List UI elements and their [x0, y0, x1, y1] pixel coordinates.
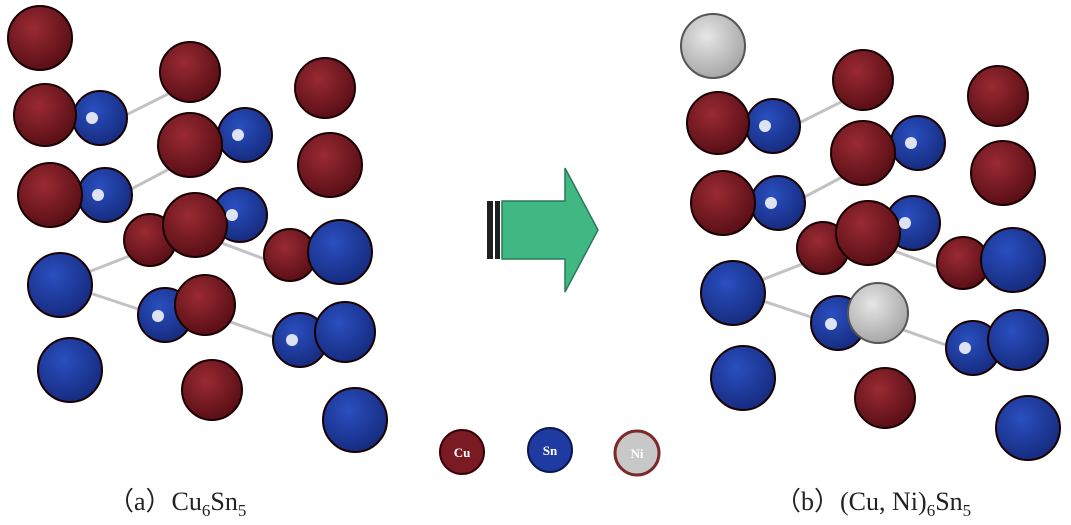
sn-atom — [217, 107, 273, 163]
legend-cu-swatch — [439, 429, 485, 475]
sn-atom — [72, 90, 128, 146]
highlights-a — [86, 112, 298, 346]
cu-atom — [162, 192, 228, 258]
sn-atom — [890, 115, 946, 171]
cu-atom — [832, 49, 894, 111]
sn-atom — [77, 167, 133, 223]
sn-atom — [37, 337, 103, 403]
svg-text:（a）Cu6Sn5: （a）Cu6Sn5 — [108, 487, 246, 520]
legend-cu-label: Cu — [454, 445, 471, 460]
legend-sn-label: Sn — [543, 443, 558, 458]
sn-atom — [314, 301, 376, 363]
sn-atom — [27, 252, 93, 318]
ni-atom — [847, 282, 909, 344]
sn-atom — [980, 227, 1046, 293]
cu-atom — [159, 41, 221, 103]
structure-a — [7, 5, 388, 453]
cu-atom — [17, 162, 83, 228]
cu-atom — [294, 57, 356, 119]
atoms-a — [7, 5, 388, 453]
legend-ni-label: Ni — [631, 446, 644, 461]
sn-atom — [322, 387, 388, 453]
cu-atom — [967, 65, 1029, 127]
ni-atom — [680, 13, 746, 79]
sn-atom — [307, 219, 373, 285]
structure-b — [680, 13, 1061, 461]
cu-atom — [7, 5, 73, 71]
arrow-shape — [501, 167, 599, 293]
highlights-b — [759, 120, 971, 354]
cu-atom — [157, 112, 223, 178]
sn-atom — [995, 395, 1061, 461]
legend-sn-swatch — [527, 427, 573, 473]
sn-atom — [987, 309, 1049, 371]
cu-atom — [13, 83, 77, 147]
caption-a: （a）Cu6Sn5 — [108, 487, 246, 520]
sn-atom — [745, 98, 801, 154]
sn-atom — [700, 260, 766, 326]
cu-atom — [830, 120, 896, 186]
cu-atom — [854, 367, 916, 429]
transform-arrow — [487, 167, 599, 293]
cu-atom — [970, 140, 1036, 206]
cu-atom — [174, 274, 236, 336]
cu-atom — [181, 359, 243, 421]
legend-ni-swatch — [613, 429, 661, 477]
cu-atom — [835, 200, 901, 266]
atoms-b — [680, 13, 1061, 461]
cu-atom — [690, 170, 756, 236]
sn-atom — [750, 175, 806, 231]
caption-b: （b）(Cu, Ni)6Sn5 — [775, 487, 971, 520]
cu-atom — [686, 91, 750, 155]
legend: Cu Sn Ni — [439, 427, 661, 477]
cu-atom — [297, 132, 363, 198]
svg-text:（b）(Cu, Ni)6Sn5: （b）(Cu, Ni)6Sn5 — [775, 487, 971, 520]
sn-atom — [710, 345, 776, 411]
